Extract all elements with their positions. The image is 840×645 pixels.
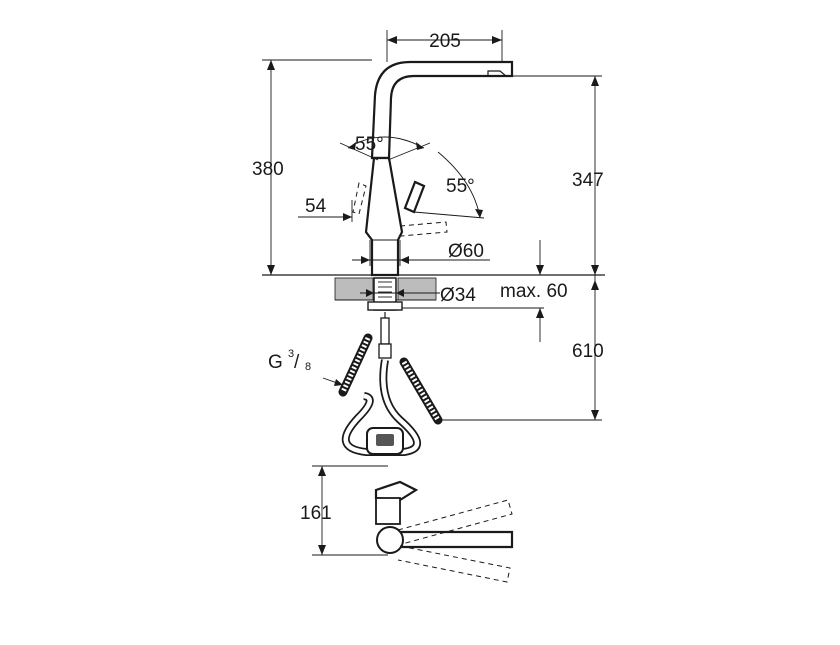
- dim-max-thickness: max. 60: [500, 281, 568, 302]
- plan-lever: [374, 480, 419, 502]
- plan-ghost-upper: [397, 499, 513, 545]
- dim-hole-diameter: Ø34: [440, 285, 476, 306]
- lever-ghost: [352, 182, 367, 215]
- dim-thread-denominator: 8: [305, 361, 311, 373]
- worktop-left: [334, 277, 374, 301]
- angle-line-right: [387, 142, 431, 161]
- dim-spout-reach: 205: [429, 31, 461, 52]
- plan-ghost-lower: [397, 545, 511, 583]
- dim-lever-angle: 55°: [446, 176, 475, 197]
- dim-plan-depth: 161: [300, 503, 332, 524]
- plan-base: [376, 526, 404, 554]
- dim-thread-numerator: 3: [288, 348, 294, 360]
- fixing-nut: [367, 301, 403, 311]
- countertop: [262, 274, 605, 311]
- faucet-side-view: [339, 60, 514, 277]
- hose-connector: [378, 343, 392, 359]
- dim-hose-length: 610: [572, 341, 604, 362]
- faucet-plan-view: [312, 465, 514, 583]
- hoses: [322, 312, 602, 456]
- lever-ghost-open: [399, 221, 448, 237]
- dimension-labels: 205 380 347 55° 55° 54 Ø60 Ø34 max. 60 6…: [252, 31, 604, 524]
- dim-swivel-angle: 55°: [355, 134, 384, 155]
- dim-base-diameter: Ø60: [448, 241, 484, 262]
- dim-spout-height: 347: [572, 170, 604, 191]
- dim-total-height: 380: [252, 159, 284, 180]
- lever-extension: [413, 211, 485, 219]
- lever: [403, 180, 426, 214]
- dim-thread-slash: /: [294, 352, 300, 373]
- angle-line-left: [339, 142, 379, 161]
- faucet-body: [364, 156, 404, 277]
- dim-lever-offset: 54: [305, 196, 327, 217]
- spray-head: [487, 70, 508, 77]
- dim-thread-g: G: [268, 352, 283, 373]
- dimension-lines: [262, 30, 602, 555]
